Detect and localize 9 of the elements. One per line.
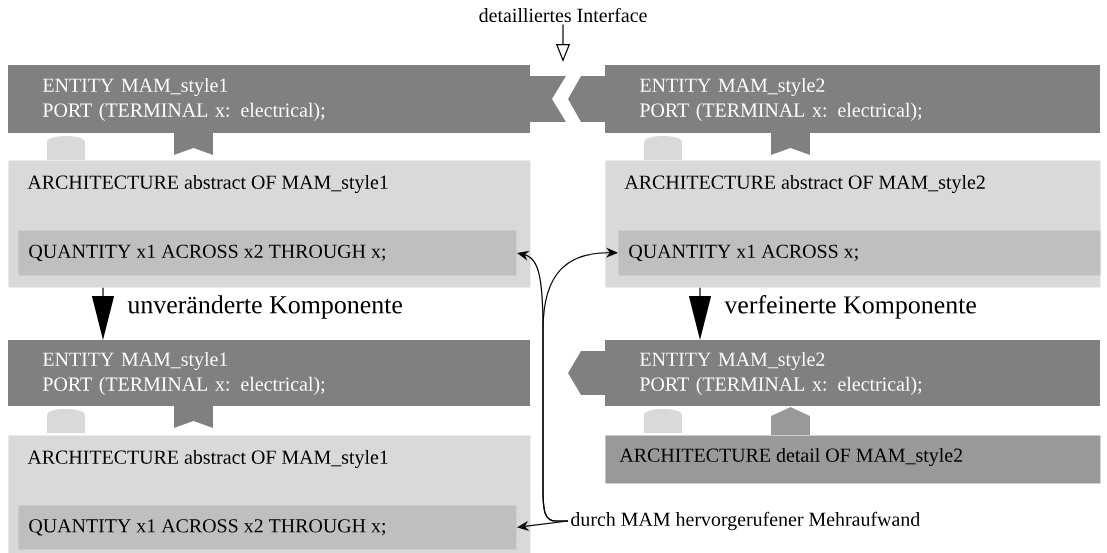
- annotation-text: durch MAM hervorgerufener Mehraufwand: [571, 511, 920, 531]
- quantity-box: QUANTITY x1 ACROSS x;: [618, 230, 1101, 276]
- edge-label: unveränderte Komponente: [125, 293, 405, 321]
- quantity-box: QUANTITY x1 ACROSS x2 THROUGH x;: [18, 230, 517, 276]
- annotation-text: detailliertes Interface: [479, 7, 647, 23]
- edge-label: verfeinerte Komponente: [722, 293, 979, 321]
- entity-band: ENTITY MAM_style2 PORT (TERMINAL x: electrical);: [568, 340, 1100, 406]
- arrow: [542, 247, 618, 522]
- quantity-box: QUANTITY x1 ACROSS x2 THROUGH x;: [18, 505, 517, 550]
